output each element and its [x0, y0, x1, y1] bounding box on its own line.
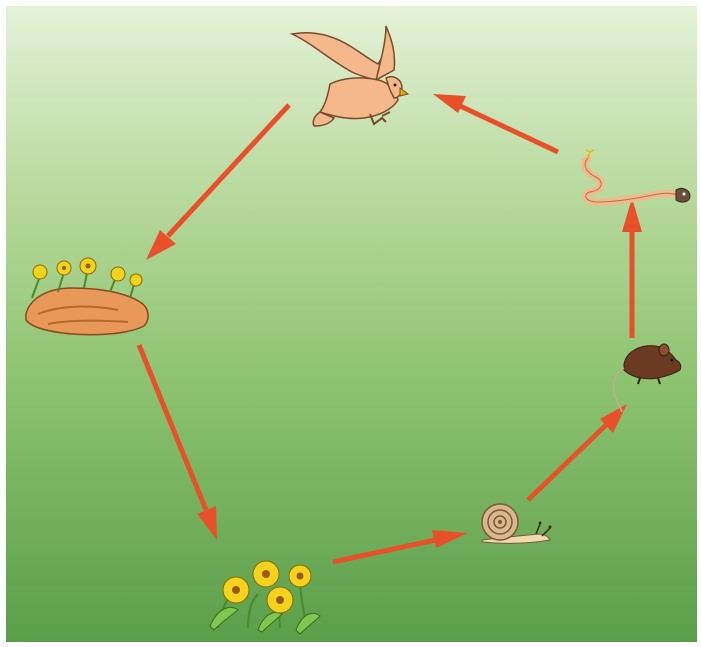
flower-head	[289, 565, 311, 587]
flower-head	[223, 577, 249, 603]
flowers-icon	[210, 561, 320, 634]
hawk-icon	[292, 26, 408, 126]
flower-head	[253, 561, 279, 587]
arrows	[139, 94, 642, 562]
arrow-snake-to-hawk	[433, 94, 558, 152]
snake-icon	[585, 150, 690, 202]
carcass-with-flowers-icon	[26, 258, 148, 335]
arrow-mouse-to-snake	[622, 198, 642, 338]
flower-head	[267, 587, 293, 613]
arrow-carcass-to-flowers	[139, 345, 217, 540]
snail-icon	[482, 504, 552, 543]
arrow-snail-to-mouse	[528, 404, 627, 500]
arrow-flowers-to-snail	[333, 530, 468, 562]
arrow-hawk-to-carcass	[146, 105, 289, 260]
mouse-icon	[613, 344, 680, 412]
